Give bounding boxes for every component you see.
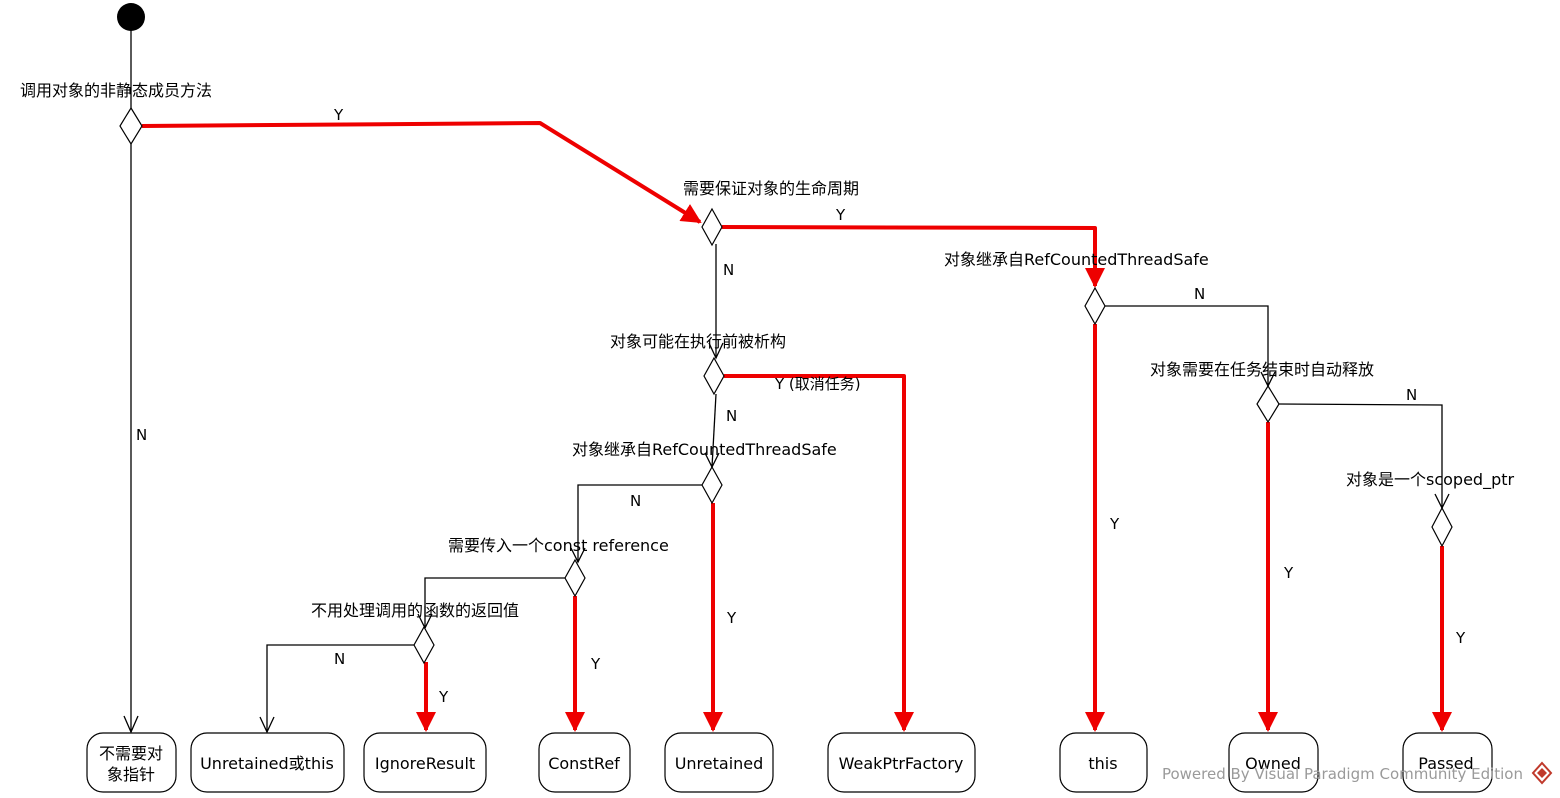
flow-d9-n-arrowhead xyxy=(259,716,275,734)
result-nodes xyxy=(86,732,1493,793)
result-unretained xyxy=(664,732,774,793)
flow-d4-n xyxy=(711,393,717,468)
edge-label-d3-y: Y xyxy=(1109,515,1120,533)
decision-d9 xyxy=(413,625,435,665)
result-ignore-result xyxy=(363,732,487,793)
decision-nodes xyxy=(119,106,1453,665)
decision-d3 xyxy=(1084,286,1106,326)
edge-label-d1-n: N xyxy=(136,426,147,444)
decision-label-d4: 对象可能在执行前被析构 xyxy=(610,332,786,351)
result-unretained-or-this xyxy=(190,732,345,793)
decision-label-d5: 对象需要在任务结束时自动释放 xyxy=(1150,360,1374,379)
flow-d3-n xyxy=(1105,305,1269,386)
flow-d6-n-arrowhead xyxy=(570,547,586,564)
flow-d9-n xyxy=(266,644,414,732)
edge-label-d9-y: Y xyxy=(438,688,449,706)
flow-d6-n xyxy=(577,484,702,562)
decision-d7 xyxy=(1431,506,1453,548)
edge-label-d5-y: Y xyxy=(1283,564,1294,582)
result-const-ref-text: ConstRef xyxy=(548,754,620,773)
result-passed-text: Passed xyxy=(1418,754,1473,773)
result-unretained-or-this-text: Unretained或this xyxy=(200,754,334,773)
flow-d2-y xyxy=(721,225,1105,288)
result-this xyxy=(1059,732,1148,793)
edge-label-d3-n: N xyxy=(1194,285,1205,303)
decision-d1 xyxy=(119,106,143,146)
flow-d2-n-arrowhead xyxy=(708,342,724,360)
flow-d4-y xyxy=(724,374,914,732)
edge-label-d1-y: Y xyxy=(333,106,344,124)
result-owned-text: Owned xyxy=(1245,754,1301,773)
decision-d8 xyxy=(564,558,586,598)
decision-label-d3: 对象继承自RefCountedThreadSafe xyxy=(944,250,1209,269)
visual-paradigm-logo-icon xyxy=(1531,761,1553,785)
result-owned xyxy=(1228,732,1319,793)
result-weak-ptr-factory xyxy=(827,732,976,793)
edge-label-d2-y: Y xyxy=(835,206,846,224)
decision-label-d6: 对象继承自RefCountedThreadSafe xyxy=(572,440,837,459)
edge-label-d5-n: N xyxy=(1406,386,1417,404)
edge-label-d6-y: Y xyxy=(726,609,737,627)
edge-label-d4-y: Y (取消任务) xyxy=(774,375,861,393)
result-weak-ptr-factory-text: WeakPtrFactory xyxy=(839,754,964,773)
decision-label-d8: 需要传入一个const reference xyxy=(448,536,669,555)
start-node xyxy=(117,3,145,31)
edge-label-d4-n: N xyxy=(726,407,737,425)
highlighted-flows xyxy=(141,121,1452,732)
normal-flows xyxy=(123,30,1450,734)
result-no-object-text-line2: 象指针 xyxy=(107,765,155,784)
edge-label-d8-y: Y xyxy=(590,655,601,673)
decision-label-d2: 需要保证对象的生命周期 xyxy=(683,179,859,198)
result-this-text: this xyxy=(1088,754,1117,773)
decision-label-d7: 对象是一个scoped_ptr xyxy=(1346,470,1515,490)
result-ignore-result-text: IgnoreResult xyxy=(375,754,475,773)
decision-d4 xyxy=(703,356,725,396)
decision-d6 xyxy=(701,465,723,505)
flow-d5-n xyxy=(1278,403,1443,508)
edge-label-d9-n: N xyxy=(334,650,345,668)
flow-d1-y xyxy=(141,121,702,224)
result-passed xyxy=(1402,732,1493,793)
flow-d8-n xyxy=(424,577,565,628)
decision-label-d1: 调用对象的非静态成员方法 xyxy=(20,81,212,100)
edge-label-d2-n: N xyxy=(723,261,734,279)
result-const-ref xyxy=(538,732,631,793)
edge-label-d7-y: Y xyxy=(1455,629,1466,647)
decision-d2 xyxy=(701,207,723,247)
result-no-object-text-line1: 不需要对 xyxy=(99,744,163,763)
flow-d1-n-arrowhead xyxy=(123,715,139,734)
result-unretained-text: Unretained xyxy=(675,754,764,773)
result-no-object xyxy=(86,732,177,793)
decision-label-d9: 不用处理调用的函数的返回值 xyxy=(311,601,519,620)
edge-label-d6-n: N xyxy=(630,492,641,510)
decision-d5 xyxy=(1256,384,1280,424)
watermark-text: Powered By Visual Paradigm Community Edi… xyxy=(1162,765,1523,783)
